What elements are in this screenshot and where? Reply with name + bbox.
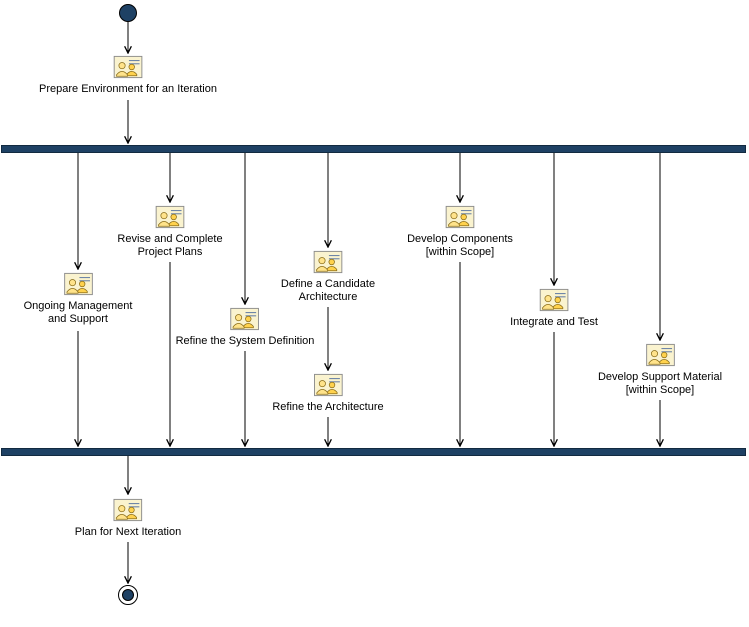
join-bar — [1, 448, 746, 456]
team-activity-icon — [155, 205, 185, 229]
activity-label: Prepare Environment for an Iteration — [39, 83, 217, 95]
activity-node-define-candidate-architecture[interactable]: Define a Candidate Architecture — [272, 250, 384, 304]
activity-label: Develop Support Material [within Scope] — [597, 371, 723, 396]
activity-label: Plan for Next Iteration — [74, 526, 182, 538]
fork-bar — [1, 145, 746, 153]
team-activity-icon — [313, 250, 343, 274]
activity-label: Define a Candidate Architecture — [280, 278, 376, 303]
team-activity-icon — [445, 205, 475, 229]
activity-node-refine-system-definition[interactable]: Refine the System Definition — [175, 307, 315, 348]
end-node-inner — [122, 589, 134, 601]
activity-label: Refine the System Definition — [175, 335, 315, 347]
activity-node-revise-project-plans[interactable]: Revise and Complete Project Plans — [110, 205, 230, 259]
activity-label: Develop Components [within Scope] — [407, 233, 513, 258]
activity-node-integrate-and-test[interactable]: Integrate and Test — [510, 288, 598, 329]
activity-node-develop-components[interactable]: Develop Components [within Scope] — [400, 205, 520, 259]
activity-label: Refine the Architecture — [272, 401, 384, 413]
activity-node-ongoing-management[interactable]: Ongoing Management and Support — [16, 272, 141, 326]
activity-node-prepare-environment[interactable]: Prepare Environment for an Iteration — [39, 55, 217, 96]
team-activity-icon — [645, 343, 675, 367]
activity-node-refine-architecture[interactable]: Refine the Architecture — [272, 373, 384, 414]
team-activity-icon — [63, 272, 93, 296]
team-activity-icon — [230, 307, 260, 331]
activity-label: Ongoing Management and Support — [23, 300, 133, 325]
activity-node-plan-next-iteration[interactable]: Plan for Next Iteration — [75, 498, 181, 539]
team-activity-icon — [113, 55, 143, 79]
start-node — [119, 4, 137, 22]
team-activity-icon — [313, 373, 343, 397]
activity-node-develop-support-material[interactable]: Develop Support Material [within Scope] — [588, 343, 733, 397]
activity-label: Integrate and Test — [510, 316, 598, 328]
team-activity-icon — [113, 498, 143, 522]
end-node — [118, 585, 138, 605]
team-activity-icon — [539, 288, 569, 312]
activity-label: Revise and Complete Project Plans — [117, 233, 223, 258]
